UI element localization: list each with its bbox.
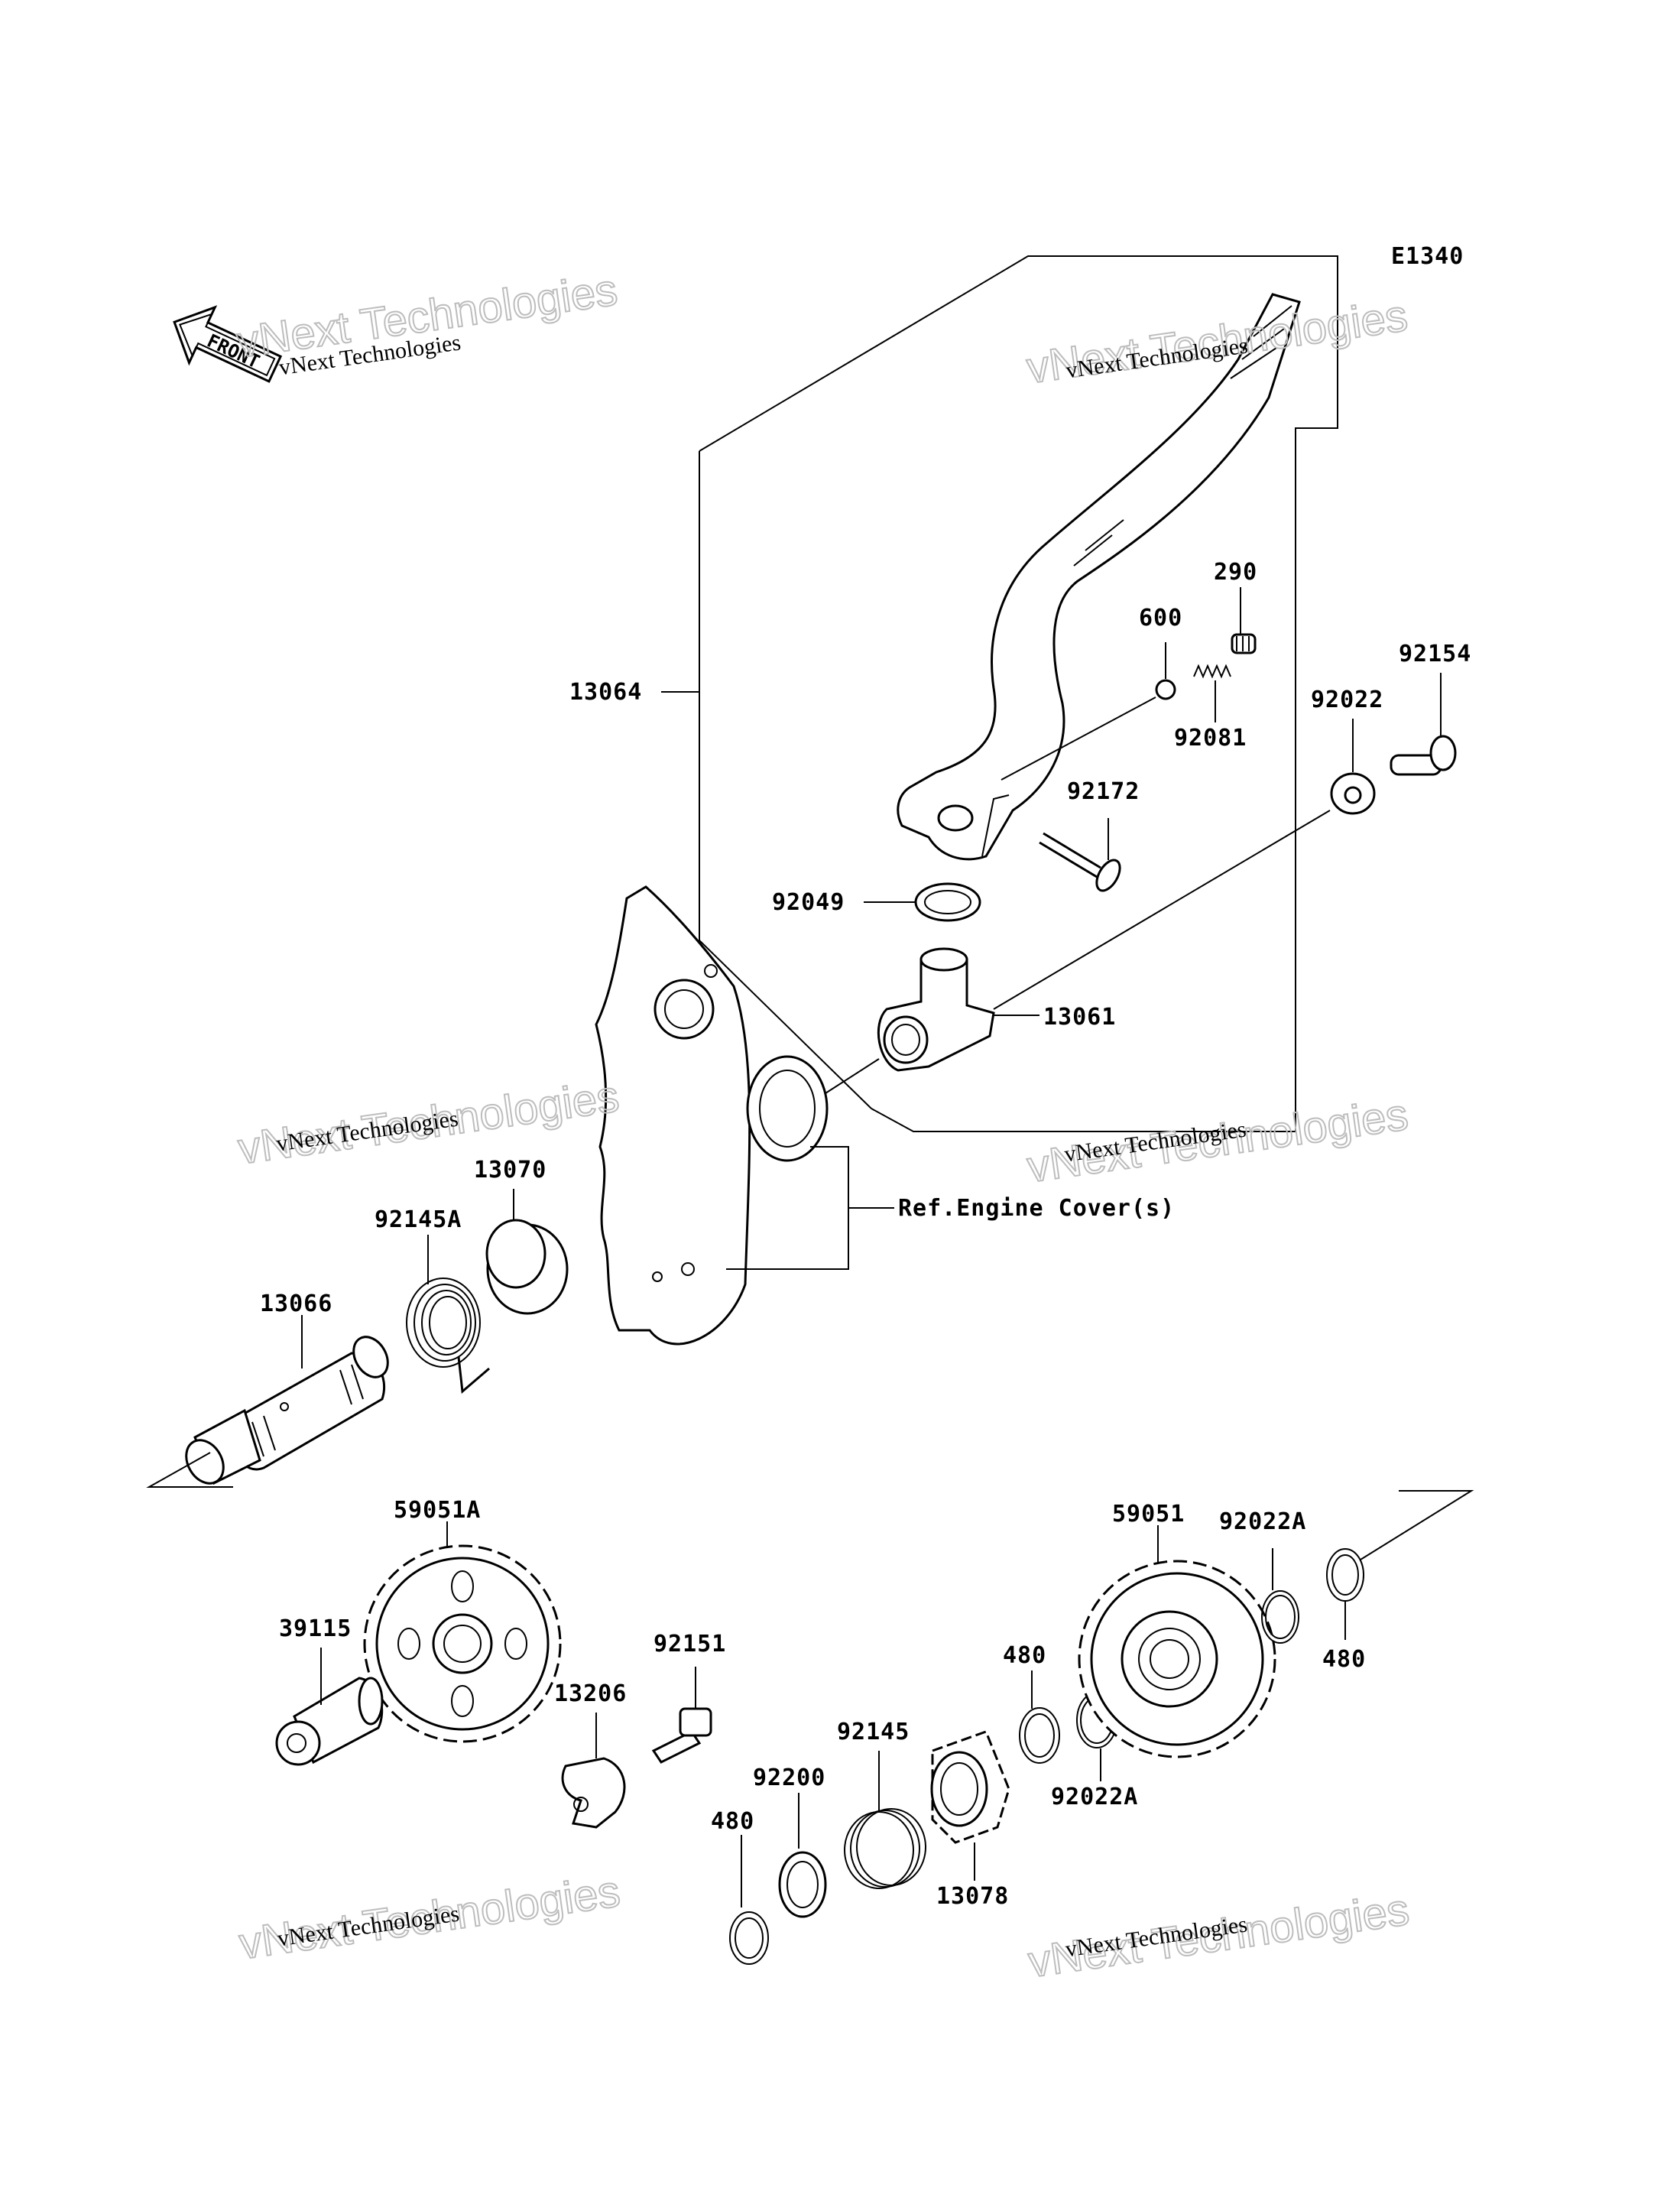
part-number-59051a: 59051A (394, 1497, 481, 1524)
part-number-13066: 13066 (260, 1291, 332, 1317)
washer-92022 (1330, 772, 1376, 815)
part-number-92022a-top: 92022A (1219, 1508, 1306, 1535)
kick-shaft-13066 (185, 1336, 389, 1485)
part-number-13064: 13064 (569, 679, 642, 706)
circlip-480-left (729, 1911, 769, 1965)
part-number-13061: 13061 (1043, 1004, 1116, 1031)
part-number-92145: 92145 (837, 1719, 910, 1745)
watermark-top-right: vNext Technologies vNext Technologies (1023, 290, 1411, 394)
ratchet-gear-13078 (930, 1730, 1010, 1844)
watermark-top-left: vNext Technologies vNext Technologies (233, 264, 621, 380)
oil-seal-92049 (914, 882, 981, 922)
watermark-bottom-left: vNext Technologies vNext Technologies (235, 1865, 624, 1969)
spring-92145 (844, 1808, 926, 1889)
part-number-290: 290 (1214, 559, 1257, 586)
circlip-480-right (1326, 1548, 1364, 1602)
part-number-13070: 13070 (474, 1157, 546, 1183)
part-number-480-left: 480 (711, 1808, 754, 1835)
part-number-92145a: 92145A (375, 1206, 462, 1233)
part-number-480-middle: 480 (1003, 1642, 1046, 1669)
collar-13070 (485, 1219, 569, 1315)
kick-pin-39115 (275, 1677, 384, 1766)
watermark-middle-left: vNext Technologies vNext Technologies (235, 1070, 623, 1174)
part-number-92049: 92049 (772, 889, 845, 916)
part-number-92081: 92081 (1174, 725, 1247, 752)
part-number-92022: 92022 (1311, 687, 1383, 713)
part-number-600: 600 (1139, 605, 1182, 631)
watermark-middle-right: vNext Technologies vNext Technologies (1023, 1089, 1412, 1193)
gear-59051a (363, 1544, 562, 1743)
washer-92200 (778, 1851, 827, 1918)
washer-92022a-top (1261, 1590, 1299, 1644)
gear-59051 (1078, 1560, 1276, 1758)
part-number-39115: 39115 (279, 1615, 352, 1642)
part-number-13206: 13206 (554, 1680, 627, 1707)
bolt-92151 (651, 1707, 712, 1764)
guide-13206 (561, 1757, 626, 1829)
part-number-92172: 92172 (1067, 778, 1140, 805)
plug-part (1231, 633, 1257, 654)
spring-part (1193, 664, 1231, 679)
part-number-480-right: 480 (1322, 1646, 1366, 1673)
kick-pedal-lever (897, 293, 1301, 861)
part-number-13078: 13078 (936, 1883, 1009, 1910)
oil-seal-cover (746, 1055, 829, 1162)
bolt-92172 (1039, 832, 1121, 892)
part-number-92200: 92200 (753, 1765, 825, 1791)
kick-boss-13061 (877, 947, 995, 1072)
kick-pedal-assembly-bracket (661, 255, 1338, 1132)
part-number-92154: 92154 (1399, 641, 1471, 667)
watermark-bottom-right: vNext Technologies vNext Technologies (1024, 1884, 1412, 1988)
part-number-59051: 59051 (1112, 1501, 1185, 1528)
torsion-spring-92145a (406, 1278, 490, 1394)
diagram-code: E1340 (1391, 243, 1464, 270)
bolt-92154 (1390, 735, 1457, 776)
part-number-92151: 92151 (654, 1631, 726, 1657)
steel-ball (1155, 679, 1176, 700)
engine-cover-reference-note: Ref.Engine Cover(s) (898, 1195, 1175, 1222)
engine-cover-reference (595, 885, 751, 1346)
part-number-92022a-bottom: 92022A (1051, 1784, 1138, 1810)
circlip-480-middle (1019, 1707, 1060, 1764)
